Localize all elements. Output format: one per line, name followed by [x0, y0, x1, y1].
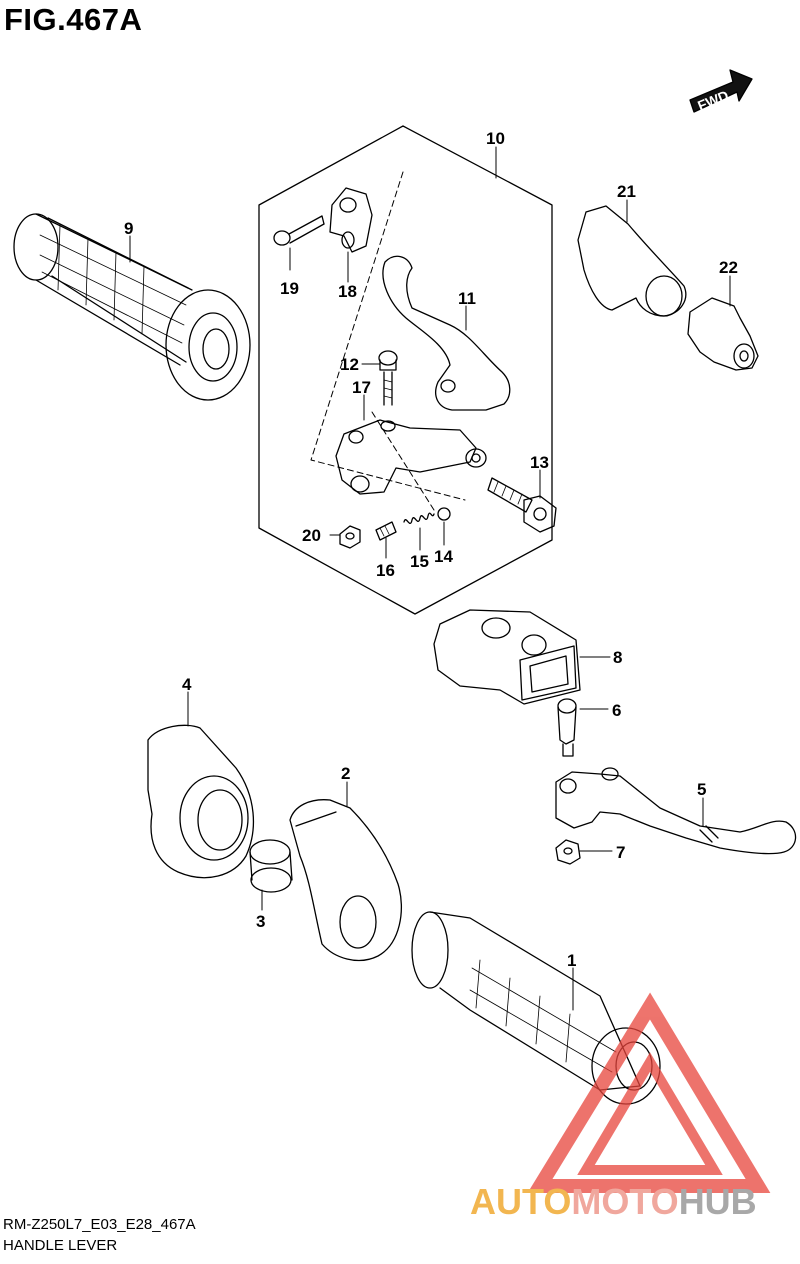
- collar-16-part: [375, 521, 397, 541]
- nut-7-part: [555, 839, 581, 865]
- lever-cover-21-part: [577, 205, 687, 317]
- clutch-lever-5-part: [555, 767, 797, 855]
- diagram-caption: HANDLE LEVER: [3, 1237, 118, 1254]
- callout-15: 15: [410, 552, 429, 571]
- bolt-12-part: [378, 350, 398, 406]
- callout-13: 13: [530, 453, 549, 472]
- adjuster-knob-22-part: [687, 297, 759, 371]
- callout-8: 8: [613, 648, 622, 667]
- collar-3-part: [249, 839, 293, 893]
- watermark: AUTOMOTOHUB: [470, 992, 771, 1222]
- fwd-label: FWD: [695, 87, 731, 114]
- bolt-19-part: [273, 215, 325, 246]
- callout-17: 17: [352, 378, 371, 397]
- hand-guard-4-part: [147, 724, 255, 879]
- right-grip-part: [411, 911, 661, 1105]
- nut-20-part: [339, 525, 361, 549]
- callout-7: 7: [616, 843, 625, 862]
- clamp-18-part: [329, 187, 373, 253]
- pivot-bolt-6-part: [557, 698, 577, 757]
- callout-21: 21: [617, 182, 636, 201]
- switch-housing-8-part: [433, 609, 581, 705]
- callout-18: 18: [338, 282, 357, 301]
- figure-title: FIG.467A: [4, 2, 143, 37]
- callout-14: 14: [434, 547, 453, 566]
- callout-11: 11: [458, 289, 476, 308]
- watermark-triangle-icon: [527, 992, 771, 1193]
- callout-1: 1: [567, 951, 576, 970]
- assembly-frame: [258, 125, 553, 615]
- throttle-housing-2-part: [289, 799, 403, 962]
- callout-2: 2: [341, 764, 350, 783]
- diagram-code: RM-Z250L7_E03_E28_467A: [3, 1216, 196, 1233]
- callout-9: 9: [124, 219, 133, 238]
- callout-6: 6: [612, 701, 621, 720]
- callout-20: 20: [302, 526, 321, 545]
- callout-22: 22: [719, 258, 738, 277]
- fwd-arrow-icon: [689, 69, 753, 113]
- diagram-footer: RM-Z250L7_E03_E28_467A HANDLE LEVER: [3, 1214, 196, 1256]
- watermark-text: AUTOMOTOHUB: [470, 1181, 757, 1222]
- callout-10: 10: [486, 129, 505, 148]
- leader-lines: [129, 146, 731, 1011]
- lever-11-part: [382, 255, 511, 411]
- ball-14-part: [437, 507, 451, 521]
- callout-3: 3: [256, 912, 265, 931]
- callout-labels: 1 2 3 4 5 6 7 8 9 10 11 12 13 14 15 16 1…: [124, 129, 738, 970]
- left-grip-part: [13, 213, 251, 401]
- callout-19: 19: [280, 279, 299, 298]
- adjuster-13-part: [487, 477, 557, 533]
- spring-15-part: [403, 512, 435, 525]
- lever-perch-17-part: [335, 419, 487, 495]
- callout-12: 12: [340, 355, 359, 374]
- callout-5: 5: [697, 780, 706, 799]
- callout-16: 16: [376, 561, 395, 580]
- callout-4: 4: [182, 675, 192, 694]
